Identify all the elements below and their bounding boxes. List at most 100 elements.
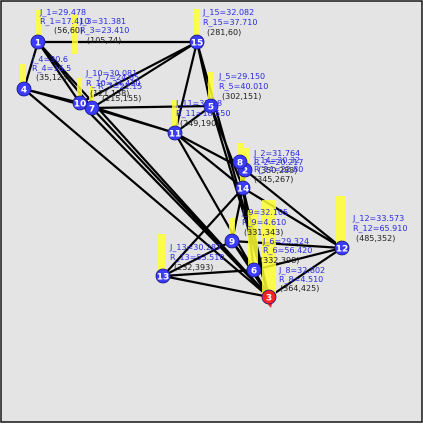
edge-1-4: [22, 41, 40, 90]
node-15-number: 15: [191, 39, 204, 49]
edge-15-11: [173, 41, 199, 134]
node-5-r-label: R_5=40.010: [219, 82, 268, 91]
bar-5: [208, 72, 214, 106]
node-2-number: 2: [242, 167, 248, 177]
node-8[interactable]: 8: [232, 154, 248, 170]
bar-11: [172, 100, 178, 133]
node-11-labels: J_11=32.18 R_11=18.550 (249,190): [175, 99, 230, 128]
node-9-labels: J_9=32.105 R_9=4.610 (331,343): [241, 208, 288, 237]
node-15-circle[interactable]: [189, 34, 205, 50]
node-14-j-label: J_14=30.32: [253, 156, 300, 165]
bar-15: [194, 9, 200, 42]
node-13-coord-label: (232,393): [174, 263, 213, 272]
node-9-r-label: R_9=4.610: [242, 218, 286, 227]
node-1-circle[interactable]: [30, 34, 46, 50]
node-5-number: 5: [208, 103, 214, 113]
node-6-coord-label: (332,398): [260, 256, 299, 265]
bar-3b: [262, 200, 276, 297]
node-8-r-label: R_8=4.510: [279, 275, 323, 284]
bar-12: [336, 196, 346, 248]
node-3-labels: J_3=31.381 R_3=23.410 (105,74): [79, 17, 129, 45]
node-15-labels: J_15=32.082 R_15=37.710 (281,60): [202, 8, 257, 37]
node-1[interactable]: 1: [30, 34, 46, 50]
node-7[interactable]: 7: [84, 100, 100, 116]
node-12-number: 12: [336, 245, 349, 255]
node-3[interactable]: 3: [261, 289, 277, 305]
node-4-j-label: J_4=30.6: [31, 55, 68, 64]
node-6-circle[interactable]: [246, 262, 262, 278]
bar-7: [89, 86, 94, 108]
node-4[interactable]: 4: [16, 81, 32, 97]
node-2-j-label: J_2=31.764: [253, 149, 300, 158]
edge-12-3: [268, 247, 343, 298]
node-8-circle[interactable]: [232, 154, 248, 170]
node-5[interactable]: 5: [203, 98, 219, 114]
node-5-coord-label: (302,151): [222, 92, 261, 101]
node-3-number: 3: [266, 294, 272, 304]
node-13-j-label: J_13=30.287: [169, 243, 221, 252]
node-8-labels: J_8=32.802 R_8=4.510 (364,425): [278, 266, 325, 293]
edge-3-7: [91, 107, 270, 298]
node-12[interactable]: 12: [334, 240, 350, 256]
node-9-number: 9: [229, 238, 235, 248]
node-5-circle[interactable]: [203, 98, 219, 114]
node-11-circle[interactable]: [167, 125, 183, 141]
node-10-coord-label: (121,138): [90, 89, 129, 98]
node-12-coord-label: (485,352): [356, 234, 395, 243]
node-13-circle[interactable]: [155, 268, 171, 284]
bar-3: [72, 14, 78, 54]
node-14-coord-label: (345,267): [254, 175, 293, 184]
node-4-circle[interactable]: [16, 81, 32, 97]
node-9-circle[interactable]: [224, 233, 240, 249]
node-9-j-label: J_9=32.105: [241, 208, 288, 217]
bar-4: [20, 64, 26, 89]
node-11-coord-label: (249,190): [180, 119, 219, 128]
bar-10: [77, 78, 82, 103]
node-10-r-label: R_10=24.410: [86, 79, 140, 88]
node-5-j-label: J_5=29.150: [218, 72, 265, 81]
node-10[interactable]: 10: [72, 95, 88, 111]
node-8-number: 8: [237, 159, 243, 169]
node-9[interactable]: 9: [224, 233, 240, 249]
node-3-j-label: J_3=31.381: [79, 17, 126, 26]
node-3-r-label: R_3=23.410: [80, 26, 129, 35]
edge-7-5: [91, 104, 212, 110]
edge-7-15: [91, 41, 198, 109]
node-8-coord-label: (364,425): [280, 284, 319, 293]
node-5-labels: J_5=29.150 R_5=40.010 (302,151): [218, 72, 268, 101]
node-14[interactable]: 14: [235, 180, 251, 196]
node-6-number: 6: [251, 267, 257, 277]
node-10-labels: J_10=30.081 R_10=24.410 (121,138): [85, 69, 140, 98]
edge-3-4: [23, 88, 270, 298]
node-6[interactable]: 6: [246, 262, 262, 278]
node-3-circle[interactable]: [261, 289, 277, 305]
node-7-r-label: R_7=21.15: [98, 82, 142, 91]
bar-9: [229, 218, 235, 241]
node-11[interactable]: 11: [167, 125, 183, 141]
node-7-coord-label: (115,155): [102, 94, 141, 103]
node-1-number: 1: [35, 39, 41, 49]
node-15[interactable]: 15: [189, 34, 205, 50]
node-13[interactable]: 13: [155, 268, 171, 284]
nodes-layer: 1 2 3 4 5 6 7 8 9 10 11 12 13 14 15: [16, 34, 350, 308]
node-7-labels: J_7=24.65 R_7=21.15 (115,155): [97, 73, 142, 103]
node-14-number: 14: [237, 185, 250, 195]
node-12-circle[interactable]: [334, 240, 350, 256]
node-4-r-label: R_4=16.5: [32, 64, 71, 73]
node-15-coord-label: (281,60): [207, 28, 241, 37]
node-10-circle[interactable]: [72, 95, 88, 111]
node-6-r-label: R_6=56.420: [263, 246, 312, 255]
bar-1: [36, 10, 41, 42]
node-4-coord-label: (35,123): [36, 73, 70, 82]
node-1-labels: J_1=29.478 R_1=17.410 (56,60): [39, 8, 89, 35]
node-1-coord-label: (56,60): [54, 26, 83, 35]
node-15-r-label: R_15=37.710: [203, 18, 257, 27]
bar-6: [248, 210, 258, 270]
node-15-j-label: J_15=32.082: [202, 8, 254, 17]
node-14-circle[interactable]: [235, 180, 251, 196]
node-7-j-label: J_7=24.65: [97, 73, 139, 82]
node-1-r-label: R_1=17.410: [40, 17, 89, 26]
